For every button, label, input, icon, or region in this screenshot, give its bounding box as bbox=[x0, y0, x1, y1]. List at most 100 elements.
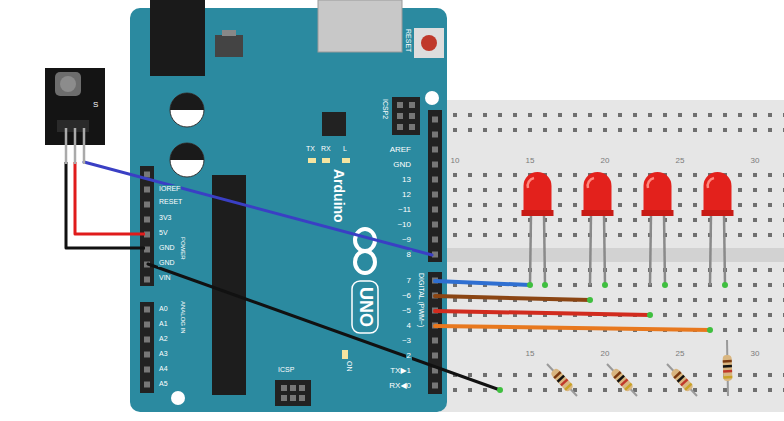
led-leg bbox=[710, 214, 711, 285]
header-pin bbox=[409, 113, 415, 119]
usb-chip bbox=[322, 112, 346, 136]
resistor-symbol bbox=[547, 364, 577, 396]
pin-label: TX▶1 bbox=[389, 366, 412, 376]
pin-label: A2 bbox=[158, 335, 169, 343]
led-leg bbox=[604, 214, 605, 285]
ir-pin bbox=[74, 128, 77, 164]
power-jack bbox=[150, 0, 205, 76]
resistor-body bbox=[550, 367, 574, 392]
led-leg bbox=[724, 214, 725, 285]
breadboard bbox=[440, 100, 784, 412]
breadboard-number: 25 bbox=[675, 349, 686, 359]
icsp2-header bbox=[392, 97, 420, 135]
led-highlight bbox=[528, 178, 534, 188]
pin-label: RX◀0 bbox=[388, 381, 412, 391]
led-leg bbox=[530, 214, 531, 285]
pin-label: A4 bbox=[158, 365, 169, 373]
digital-header bbox=[428, 272, 442, 394]
digital-header-pins bbox=[428, 272, 442, 394]
capacitor-mark bbox=[170, 93, 204, 110]
pin-label: IOREF bbox=[158, 185, 181, 193]
led-leg bbox=[664, 214, 665, 285]
pin-label: 2 bbox=[406, 351, 412, 361]
center-channel bbox=[440, 248, 784, 262]
resistor-lead bbox=[547, 364, 577, 396]
pin-label: ~3 bbox=[401, 336, 412, 346]
reset-button bbox=[414, 28, 444, 58]
resistor-band bbox=[560, 378, 568, 386]
breadboard-number: 25 bbox=[675, 156, 686, 166]
pin-label: 4 bbox=[406, 321, 412, 331]
connection-dot bbox=[527, 282, 533, 288]
led-flange bbox=[582, 210, 614, 216]
connection-dot bbox=[497, 387, 503, 393]
resistor-band bbox=[624, 383, 632, 391]
breadboard-number: 20 bbox=[600, 156, 611, 166]
resistor-body bbox=[610, 367, 634, 392]
resistor-band bbox=[680, 378, 688, 386]
led-dome bbox=[704, 172, 732, 214]
led-flange bbox=[522, 210, 554, 216]
usb-connector bbox=[318, 0, 402, 52]
digital-header bbox=[428, 110, 442, 262]
connection-dot bbox=[647, 312, 653, 318]
pin-label: 12 bbox=[401, 190, 412, 200]
pin-label: A1 bbox=[158, 320, 169, 328]
connection-dot bbox=[542, 282, 548, 288]
pin-label: ~10 bbox=[396, 220, 412, 230]
board-label: TX bbox=[305, 145, 316, 153]
resistor-lead bbox=[607, 364, 637, 396]
led-highlight bbox=[648, 178, 654, 188]
led-highlight bbox=[588, 178, 594, 188]
header-pin bbox=[397, 113, 403, 119]
led bbox=[642, 172, 674, 285]
reset-button-cap bbox=[421, 35, 437, 51]
board-label: ON bbox=[345, 360, 353, 373]
pin-label: ~5 bbox=[401, 306, 412, 316]
regulator-tab bbox=[222, 30, 236, 36]
header-pin bbox=[409, 124, 415, 130]
board-label: RX bbox=[320, 145, 332, 153]
breadboard-number: 15 bbox=[525, 156, 536, 166]
resistor-band bbox=[620, 378, 628, 386]
power-jack bbox=[150, 0, 205, 76]
breadboard-number: 10 bbox=[450, 156, 461, 166]
mounting-hole bbox=[425, 91, 439, 105]
resistor-body bbox=[723, 355, 733, 381]
l-led bbox=[342, 158, 350, 163]
power-header-pins bbox=[140, 166, 154, 286]
wire bbox=[75, 162, 145, 234]
logo bbox=[355, 251, 375, 273]
microcontroller-chip bbox=[212, 175, 246, 395]
led bbox=[522, 172, 554, 285]
header-pin bbox=[397, 124, 403, 130]
pin-label: A0 bbox=[158, 305, 169, 313]
capacitor-mark bbox=[170, 143, 204, 160]
digital-header-pins bbox=[428, 110, 442, 262]
wire bbox=[435, 311, 650, 315]
resistor-band bbox=[723, 376, 732, 379]
wire bbox=[435, 296, 590, 300]
pin-label: A5 bbox=[158, 380, 169, 388]
power-header bbox=[140, 166, 154, 286]
led bbox=[702, 172, 734, 285]
pin-label: GND bbox=[158, 259, 176, 267]
pin-label: VIN bbox=[158, 274, 172, 282]
board-label: RESET bbox=[404, 28, 412, 53]
resistor-band bbox=[723, 365, 732, 368]
board-label: DIGITAL (PWM~) bbox=[417, 272, 425, 328]
led-highlight bbox=[708, 178, 714, 188]
rx-led bbox=[322, 158, 330, 163]
pin-label: 3V3 bbox=[158, 214, 172, 222]
sensor-pin-label: S bbox=[92, 100, 99, 110]
analog-header bbox=[140, 302, 154, 393]
ir-sensor-lens bbox=[60, 76, 76, 92]
connection-dot bbox=[587, 297, 593, 303]
analog-header-pins bbox=[140, 302, 154, 393]
header-pin bbox=[281, 385, 287, 391]
header-pin bbox=[281, 395, 287, 401]
resistor-body bbox=[670, 367, 694, 392]
led-flange bbox=[642, 210, 674, 216]
on-led bbox=[342, 350, 348, 359]
